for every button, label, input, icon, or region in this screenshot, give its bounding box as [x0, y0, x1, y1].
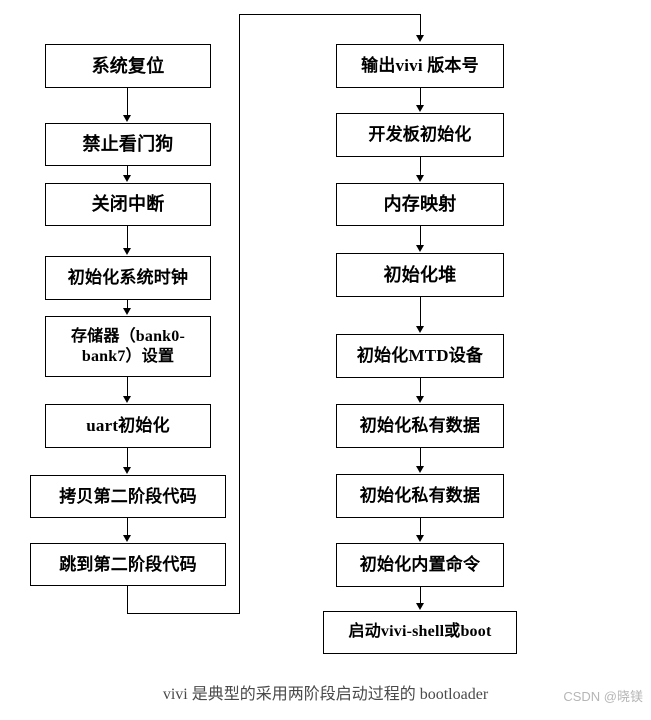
arrowhead-left-5-6: [123, 467, 131, 474]
csdn-watermark: CSDN @晓镁: [563, 689, 643, 704]
flow-node-left-3: 初始化系统时钟: [45, 256, 211, 300]
connector-right-1-2: [420, 157, 421, 176]
flow-node-left-0: 系统复位: [45, 44, 211, 88]
stage-transfer-line-into-right: [420, 14, 421, 36]
arrowhead-right-3-4: [416, 326, 424, 333]
arrowhead-right-4-5: [416, 396, 424, 403]
connector-left-3-4: [127, 300, 128, 309]
flow-node-right-5: 初始化私有数据: [336, 404, 504, 448]
arrowhead-right-6-7: [416, 535, 424, 542]
connector-right-3-4: [420, 297, 421, 327]
arrowhead-right-0-1: [416, 105, 424, 112]
arrowhead-stage-transfer: [416, 35, 424, 42]
connector-right-6-7: [420, 518, 421, 536]
stage-transfer-line-up: [239, 14, 240, 614]
flow-node-right-2: 内存映射: [336, 183, 504, 226]
connector-right-5-6: [420, 448, 421, 467]
arrowhead-right-2-3: [416, 245, 424, 252]
connector-right-7-8: [420, 587, 421, 604]
flow-node-left-4: 存储器（bank0-bank7）设置: [45, 316, 211, 377]
arrowhead-right-1-2: [416, 175, 424, 182]
arrowhead-left-0-1: [123, 115, 131, 122]
stage-transfer-line-top: [239, 14, 421, 15]
flow-node-right-6: 初始化私有数据: [336, 474, 504, 518]
connector-left-4-5: [127, 377, 128, 397]
arrowhead-left-6-7: [123, 535, 131, 542]
connector-left-5-6: [127, 448, 128, 468]
arrowhead-right-5-6: [416, 466, 424, 473]
arrowhead-left-2-3: [123, 248, 131, 255]
arrowhead-left-1-2: [123, 175, 131, 182]
flow-node-right-8: 启动vivi-shell或boot: [323, 611, 517, 654]
connector-left-2-3: [127, 226, 128, 249]
flow-node-left-1: 禁止看门狗: [45, 123, 211, 166]
connector-right-0-1: [420, 88, 421, 106]
arrowhead-right-7-8: [416, 603, 424, 610]
connector-left-1-2: [127, 166, 128, 176]
connector-left-6-7: [127, 518, 128, 536]
stage-transfer-line-down: [127, 586, 128, 614]
arrowhead-left-4-5: [123, 396, 131, 403]
flow-node-right-4: 初始化MTD设备: [336, 334, 504, 378]
flow-node-right-3: 初始化堆: [336, 253, 504, 297]
flow-node-right-0: 输出vivi 版本号: [336, 44, 504, 88]
flow-node-left-7: 跳到第二阶段代码: [30, 543, 226, 586]
diagram-caption: vivi 是典型的采用两阶段启动过程的 bootloader: [162, 686, 489, 703]
flow-node-right-1: 开发板初始化: [336, 113, 504, 157]
flow-node-left-5: uart初始化: [45, 404, 211, 448]
connector-right-2-3: [420, 226, 421, 246]
connector-right-4-5: [420, 378, 421, 397]
flow-node-right-7: 初始化内置命令: [336, 543, 504, 587]
stage-transfer-line-bottom: [127, 613, 240, 614]
arrowhead-left-3-4: [123, 308, 131, 315]
flow-node-left-6: 拷贝第二阶段代码: [30, 475, 226, 518]
connector-left-0-1: [127, 88, 128, 116]
flow-node-left-2: 关闭中断: [45, 183, 211, 226]
